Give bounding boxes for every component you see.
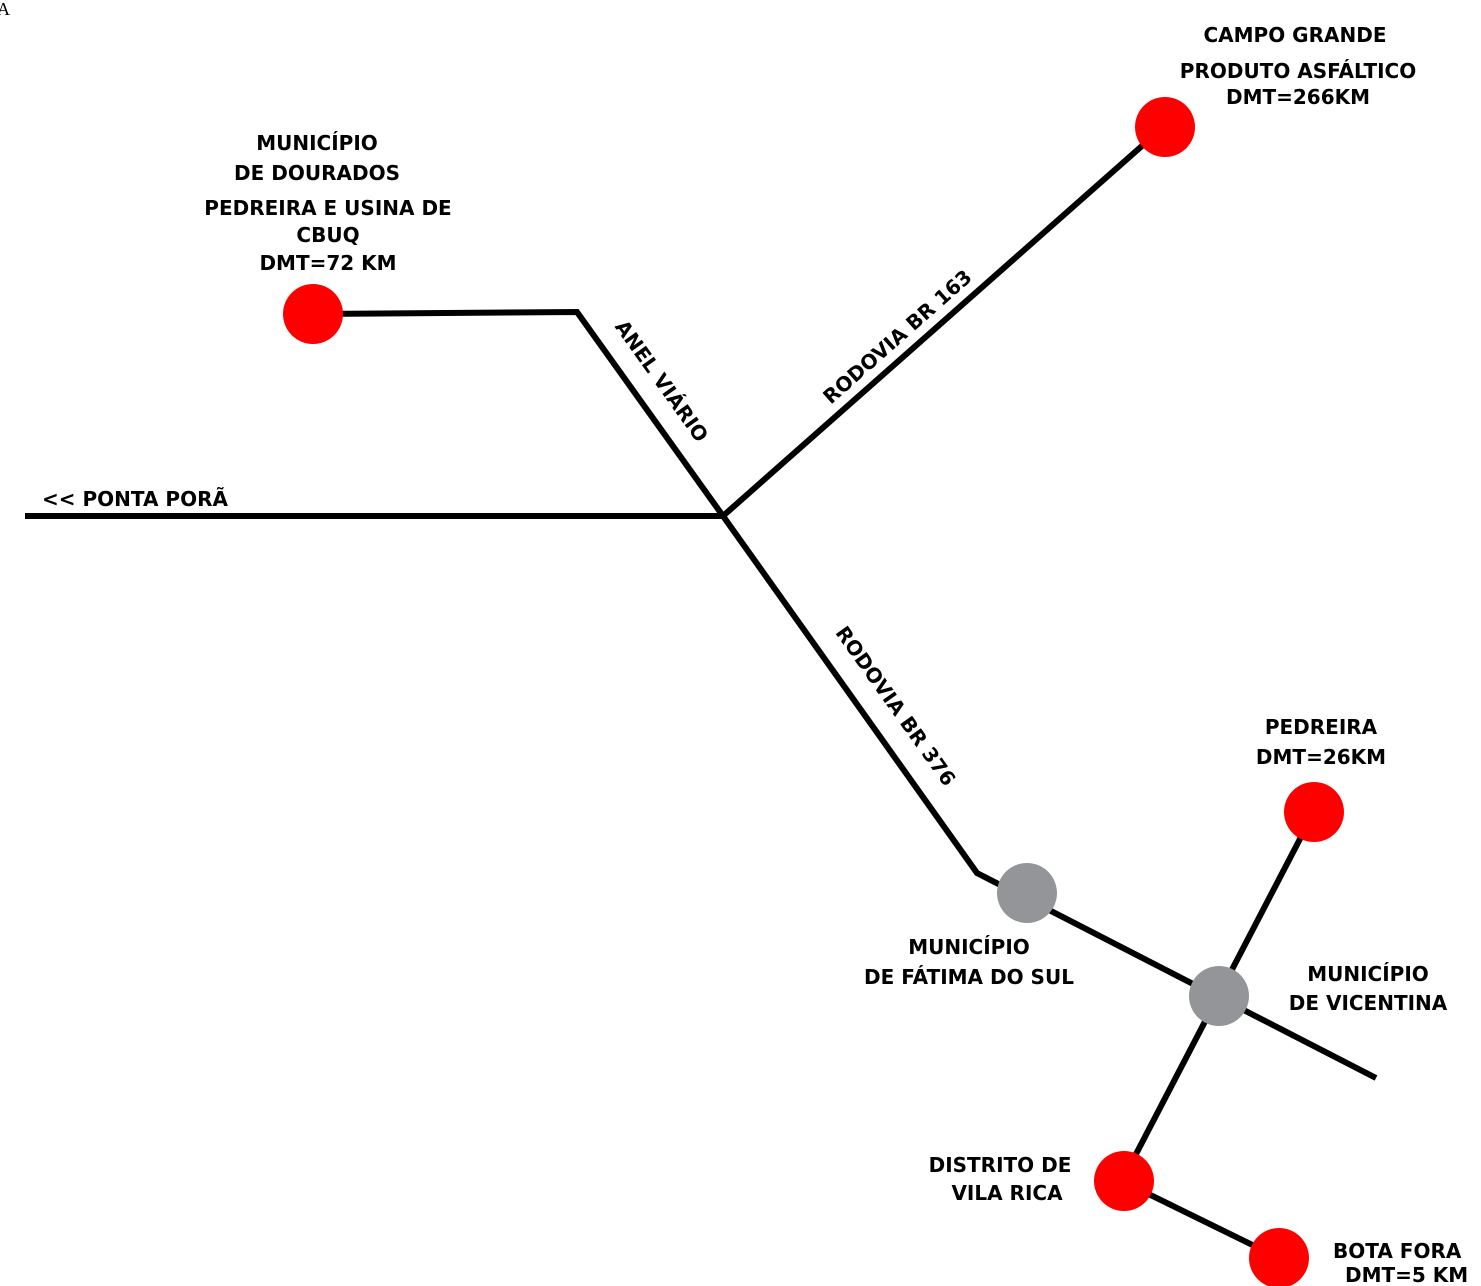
svg-text:DE FÁTIMA DO SUL: DE FÁTIMA DO SUL — [864, 965, 1074, 989]
corner-mark: A — [0, 0, 10, 19]
svg-text:PEDREIRA E USINA DE: PEDREIRA E USINA DE — [204, 196, 451, 220]
svg-text:DMT=72 KM: DMT=72 KM — [259, 251, 396, 275]
svg-text:DE VICENTINA: DE VICENTINA — [1289, 991, 1448, 1015]
road-br163 — [721, 127, 1162, 519]
svg-text:MUNICÍPIO: MUNICÍPIO — [1307, 962, 1429, 986]
svg-text:DISTRITO DE: DISTRITO DE — [929, 1153, 1072, 1177]
campo-grande-label: CAMPO GRANDE PRODUTO ASFÁLTICO DMT=266KM — [1180, 23, 1416, 109]
dourados-marker — [283, 284, 343, 344]
svg-text:CBUQ: CBUQ — [296, 223, 359, 247]
svg-text:BOTA FORA: BOTA FORA — [1333, 1239, 1462, 1263]
svg-text:VILA RICA: VILA RICA — [951, 1181, 1063, 1205]
svg-text:DMT=26KM: DMT=26KM — [1256, 745, 1386, 769]
br163-label: RODOVIA BR 163 — [818, 265, 976, 409]
svg-text:DMT=5 KM: DMT=5 KM — [1345, 1263, 1468, 1286]
svg-text:DE DOURADOS: DE DOURADOS — [234, 161, 400, 185]
vicentina-marker — [1189, 966, 1249, 1026]
campo-grande-marker — [1135, 97, 1195, 157]
svg-text:MUNICÍPIO: MUNICÍPIO — [908, 935, 1030, 959]
bota-fora-label: BOTA FORA DMT=5 KM — [1333, 1239, 1468, 1286]
dourados-label: MUNICÍPIO DE DOURADOS PEDREIRA E USINA D… — [204, 131, 451, 275]
pedreira-marker — [1284, 782, 1344, 842]
svg-text:CAMPO GRANDE: CAMPO GRANDE — [1204, 23, 1387, 47]
bota-fora-marker — [1249, 1228, 1309, 1286]
ponta-pora-label: << PONTA PORÃ — [42, 487, 228, 511]
road-anel-viario — [312, 308, 726, 518]
svg-text:PRODUTO ASFÁLTICO: PRODUTO ASFÁLTICO — [1180, 59, 1416, 83]
vila-rica-marker — [1094, 1151, 1154, 1211]
road-br376 — [720, 514, 1378, 1081]
fatima-do-sul-marker — [997, 863, 1057, 923]
svg-text:DMT=266KM: DMT=266KM — [1226, 85, 1370, 109]
svg-text:MUNICÍPIO: MUNICÍPIO — [256, 131, 378, 155]
vila-rica-label: DISTRITO DE VILA RICA — [929, 1153, 1072, 1205]
svg-text:PEDREIRA: PEDREIRA — [1265, 715, 1378, 739]
br376-label: RODOVIA BR 376 — [831, 622, 961, 791]
vicentina-label: MUNICÍPIO DE VICENTINA — [1289, 962, 1448, 1015]
pedreira-label: PEDREIRA DMT=26KM — [1256, 715, 1386, 769]
fatima-do-sul-label: MUNICÍPIO DE FÁTIMA DO SUL — [864, 935, 1074, 989]
